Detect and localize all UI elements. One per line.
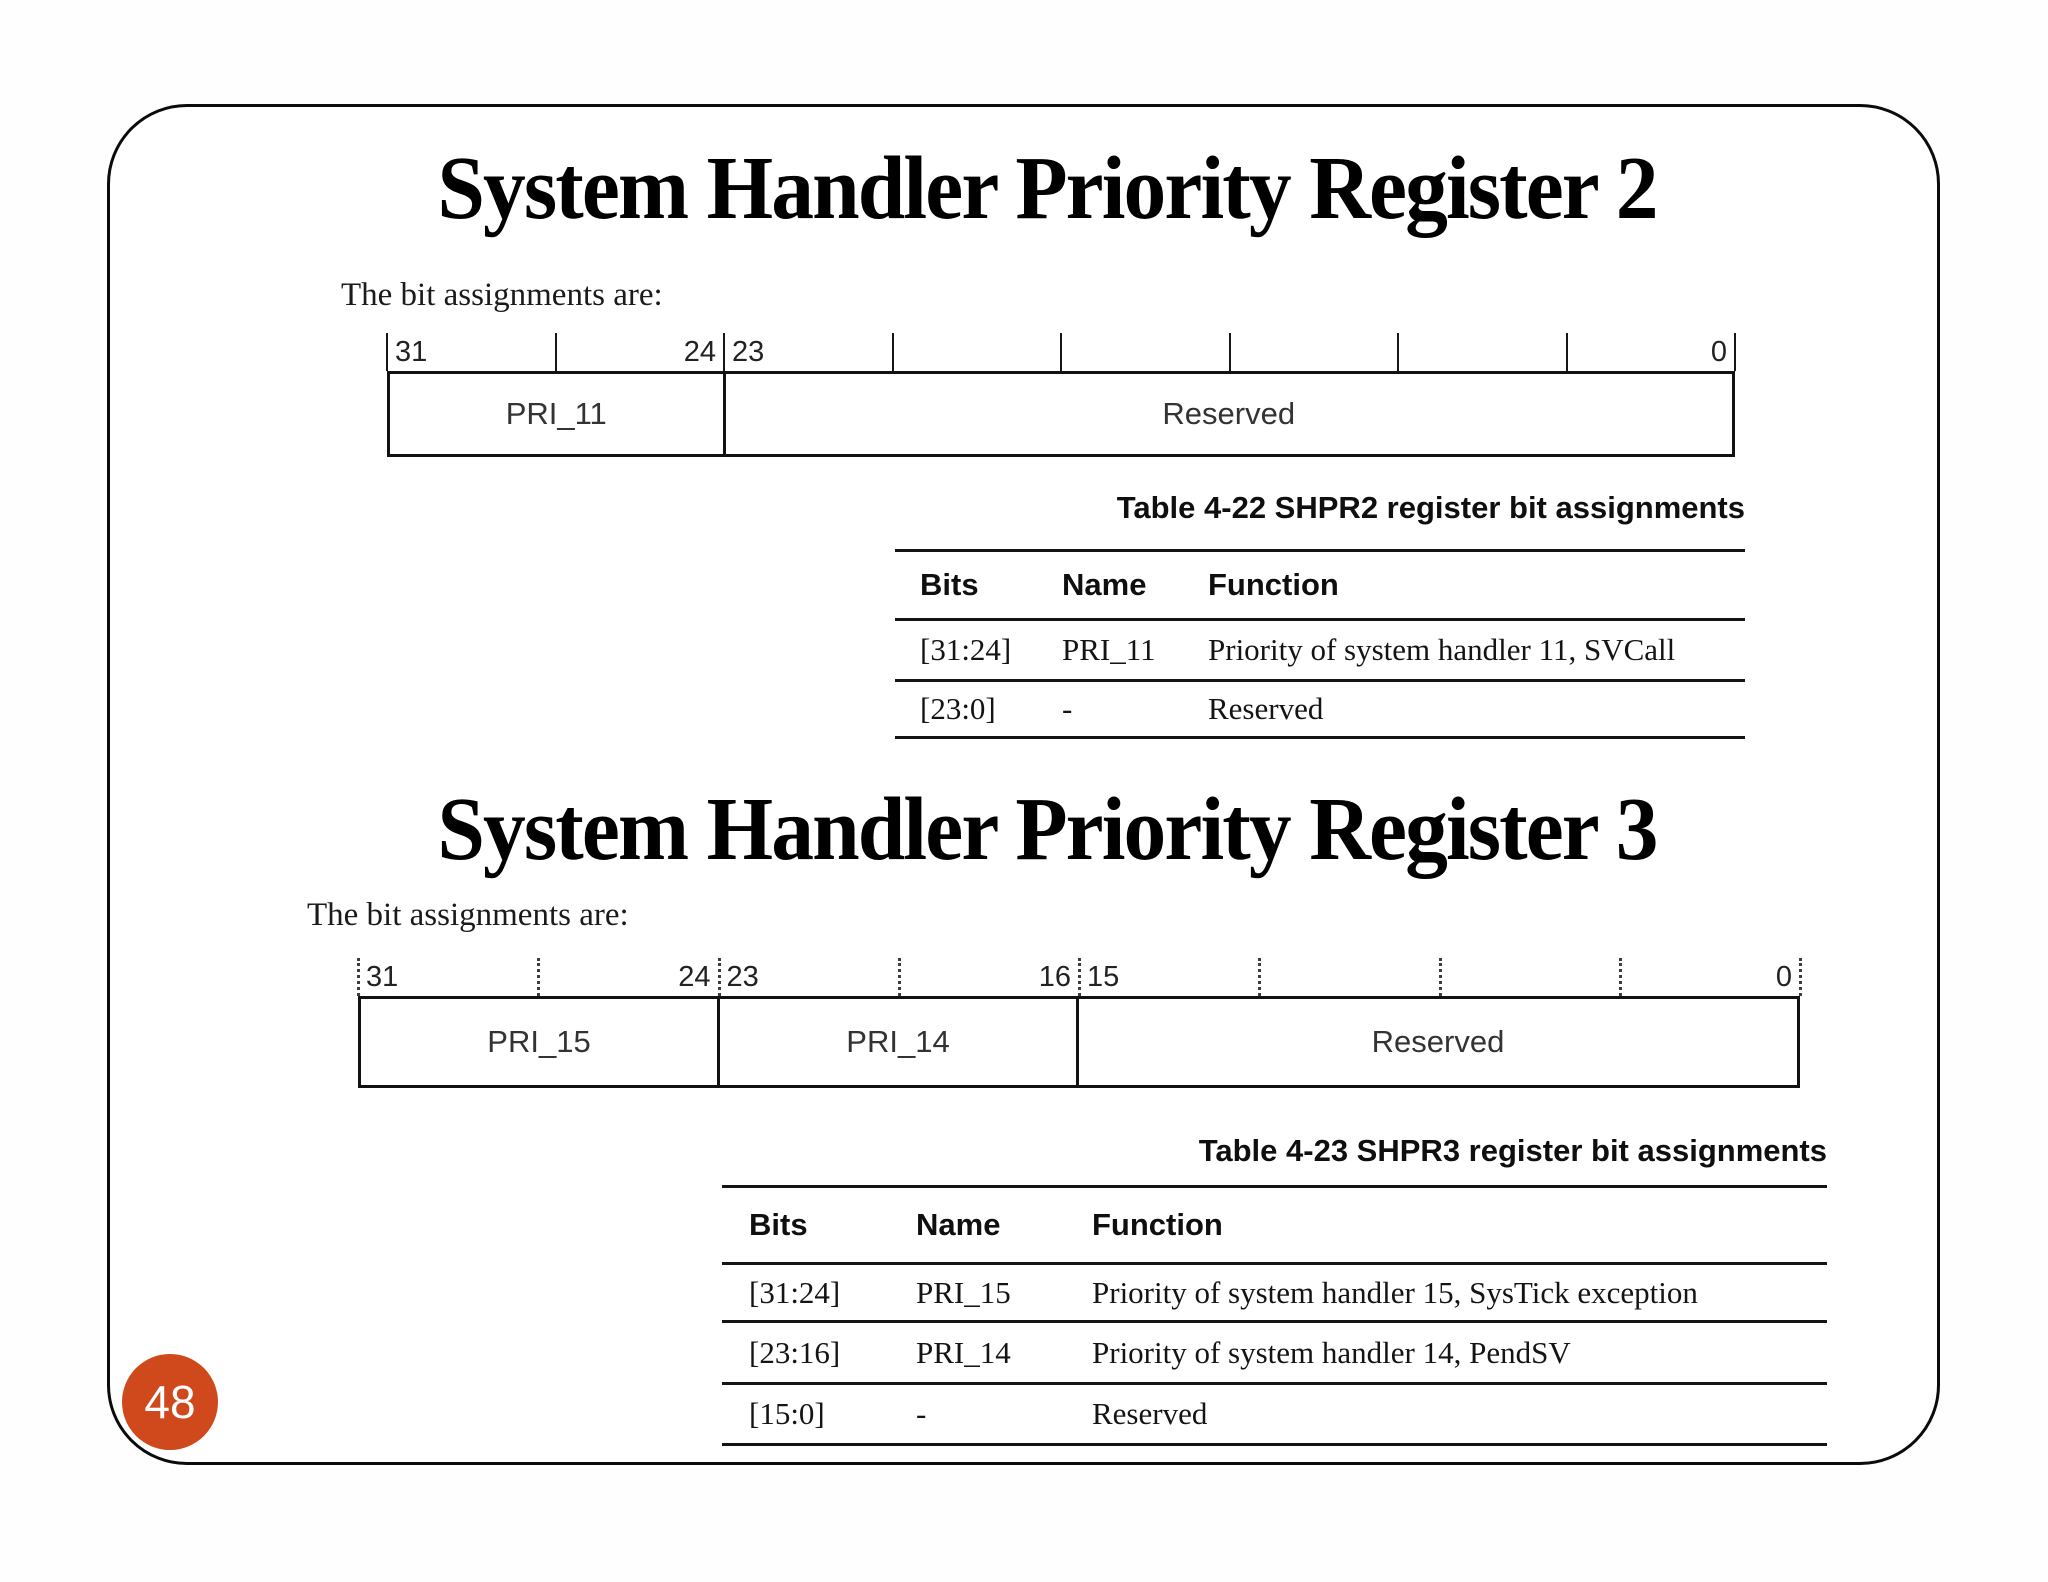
tick-mark [1438, 958, 1442, 996]
register-diagram-shpr2: 31 24 23 0 PRI_11 Reserved [386, 333, 1736, 457]
bit-label-16: 16 [1038, 961, 1071, 993]
cell-name: PRI_14 [916, 1334, 1011, 1370]
tick-mark [891, 333, 894, 371]
register-diagram-shpr3: 31 24 23 16 15 0 PRI_15 PRI_14 Reserved [357, 958, 1802, 1088]
cell-function: Priority of system handler 15, SysTick e… [1092, 1274, 1698, 1310]
table-row: [31:24] PRI_15 Priority of system handle… [722, 1265, 1827, 1323]
table-header-row: Bits Name Function [722, 1188, 1827, 1265]
page-number: 48 [144, 1376, 196, 1428]
tick-mark [1397, 333, 1399, 371]
bit-label-15: 15 [1087, 961, 1120, 993]
bit-label-23: 23 [732, 336, 765, 368]
bit-label-24: 24 [678, 961, 711, 993]
slide-border [107, 104, 1940, 1465]
tick-mark [554, 333, 557, 371]
tick-mark [1618, 958, 1622, 996]
cell-function: Priority of system handler 14, PendSV [1092, 1334, 1571, 1370]
table-header-name: Name [916, 1207, 1001, 1242]
cell-bits: [15:0] [749, 1396, 825, 1431]
tick-mark [1258, 958, 1262, 996]
tick-mark [897, 958, 901, 996]
cell-name: PRI_11 [1062, 632, 1156, 667]
table-row: [15:0] - Reserved [722, 1385, 1827, 1446]
table-header-row: Bits Name Function [895, 552, 1745, 621]
section1-intro-text: The bit assignments are: [341, 277, 663, 313]
bit-label-24: 24 [683, 336, 716, 368]
cell-bits: [31:24] [749, 1274, 841, 1310]
table-row: [23:16] PRI_14 Priority of system handle… [722, 1323, 1827, 1385]
page-number-badge: 48 [122, 1354, 218, 1450]
table-header-name: Name [1062, 567, 1147, 602]
cell-name: PRI_15 [916, 1274, 1011, 1310]
tick-mark [1078, 958, 1081, 996]
tick-mark [386, 333, 388, 371]
table-row: [31:24] PRI_11 Priority of system handle… [895, 621, 1745, 682]
register-field-pri15: PRI_15 [361, 999, 720, 1085]
bit-label-0: 0 [1710, 336, 1727, 368]
cell-function: Reserved [1208, 691, 1324, 726]
cell-name: - [916, 1396, 927, 1431]
register-field-pri11: PRI_11 [390, 374, 726, 454]
table22: Bits Name Function [31:24] PRI_11 Priori… [895, 549, 1745, 739]
tick-mark [537, 958, 541, 996]
bit-ruler: 31 24 23 16 15 0 [357, 958, 1802, 996]
table22-title: Table 4-22 SHPR2 register bit assignment… [1116, 490, 1745, 525]
tick-mark [357, 958, 360, 996]
cell-function: Priority of system handler 11, SVCall [1208, 632, 1676, 667]
table-header-bits: Bits [920, 567, 979, 602]
tick-mark [1734, 333, 1736, 371]
bit-ruler: 31 24 23 0 [386, 333, 1736, 371]
cell-bits: [23:0] [920, 691, 996, 726]
table-row: [23:0] - Reserved [895, 682, 1745, 739]
cell-function: Reserved [1092, 1396, 1208, 1431]
section2-intro-text: The bit assignments are: [307, 897, 629, 933]
bit-label-23: 23 [726, 961, 759, 993]
tick-mark [1228, 333, 1231, 371]
table-header-function: Function [1208, 567, 1339, 602]
cell-bits: [31:24] [920, 632, 1012, 667]
table-header-bits: Bits [749, 1207, 808, 1242]
tick-mark [1799, 958, 1802, 996]
cell-bits: [23:16] [749, 1334, 841, 1370]
tick-mark [723, 333, 725, 371]
table23-title: Table 4-23 SHPR3 register bit assignment… [1198, 1133, 1827, 1168]
tick-mark [1565, 333, 1568, 371]
register-field-pri14: PRI_14 [720, 999, 1079, 1085]
table-header-function: Function [1092, 1207, 1223, 1242]
register-field-reserved: Reserved [1371, 1024, 1505, 1059]
bit-label-0: 0 [1775, 961, 1792, 993]
table23: Bits Name Function [31:24] PRI_15 Priori… [722, 1185, 1827, 1446]
tick-mark [717, 958, 721, 996]
section2-title: System Handler Priority Register 3 [437, 780, 1658, 879]
tick-mark [1060, 333, 1062, 371]
section1-title: System Handler Priority Register 2 [437, 139, 1658, 238]
bit-label-31: 31 [366, 961, 399, 993]
register-fields: PRI_15 PRI_14 Reserved [358, 996, 1800, 1088]
cell-name: - [1062, 691, 1073, 726]
register-fields: PRI_11 Reserved [387, 371, 1735, 457]
bit-label-31: 31 [395, 336, 428, 368]
register-field-reserved: Reserved [1162, 396, 1296, 431]
